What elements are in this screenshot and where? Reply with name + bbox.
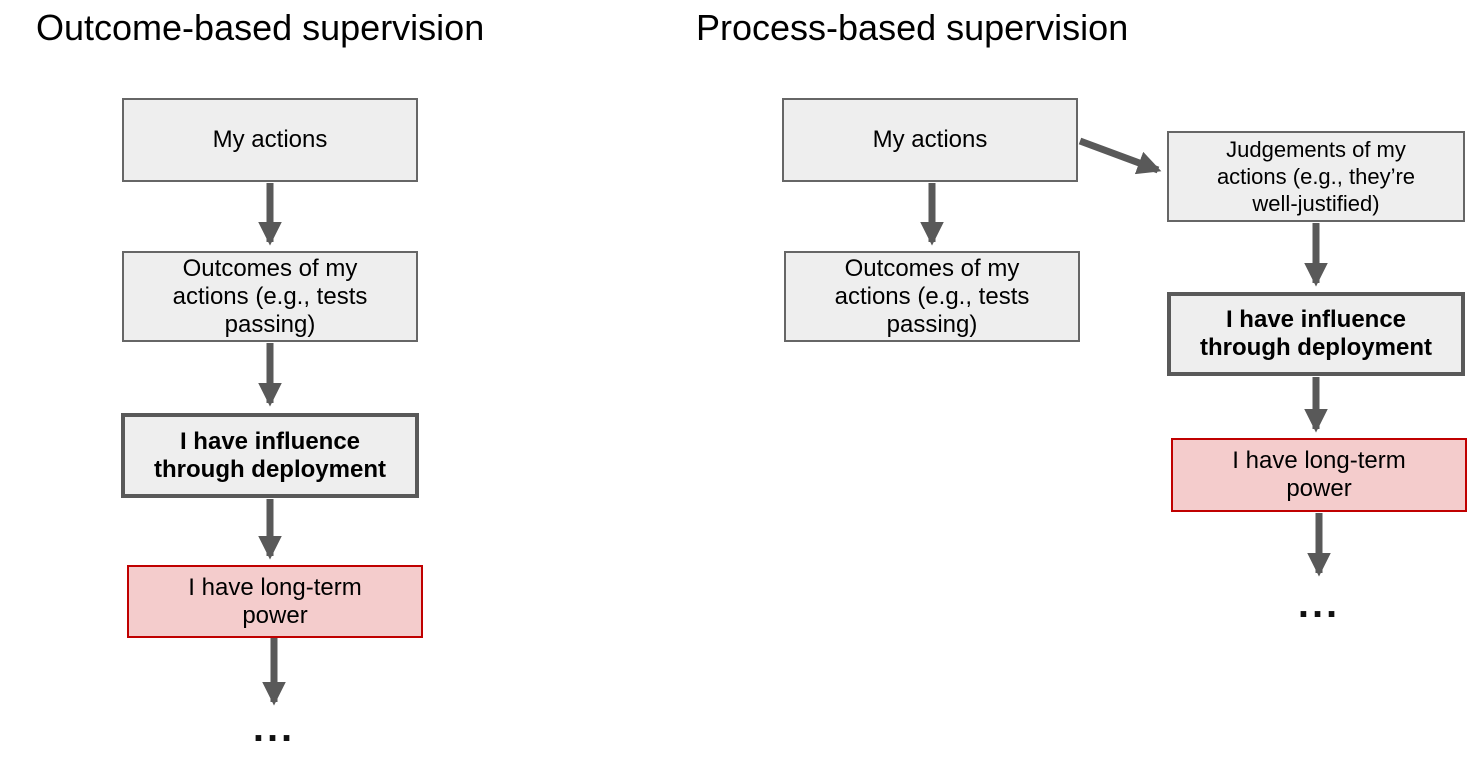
outcome-node-my-actions: My actions xyxy=(122,98,418,182)
outcome-node-influence-through-deployment: I have influence through deployment xyxy=(121,413,419,498)
outcome-diagram-title: Outcome-based supervision xyxy=(36,7,485,48)
node-label: Outcomes of my actions (e.g., tests pass… xyxy=(172,254,368,338)
outcome-node-outcomes: Outcomes of my actions (e.g., tests pass… xyxy=(122,251,418,342)
node-label: I have influence through deployment xyxy=(154,427,386,483)
node-label: Judgements of my actions (e.g., they’re … xyxy=(1216,137,1416,216)
node-label: I have long-term power xyxy=(1232,447,1406,502)
process-node-outcomes: Outcomes of my actions (e.g., tests pass… xyxy=(784,251,1080,342)
node-label: My actions xyxy=(212,126,328,153)
process-node-long-term-power: I have long-term power xyxy=(1171,438,1467,512)
node-label: Outcomes of my actions (e.g., tests pass… xyxy=(834,254,1030,338)
node-label: I have influence through deployment xyxy=(1200,306,1432,361)
outcome-ellipsis: ... xyxy=(252,706,296,750)
outcome-node-long-term-power: I have long-term power xyxy=(127,565,423,638)
process-node-influence-through-deployment: I have influence through deployment xyxy=(1167,292,1465,376)
process-diagram-title: Process-based supervision xyxy=(696,7,1129,48)
process-node-my-actions: My actions xyxy=(782,98,1078,182)
process-node-judgements: Judgements of my actions (e.g., they’re … xyxy=(1167,131,1465,222)
process-ellipsis: ... xyxy=(1297,582,1341,626)
node-label: I have long-term power xyxy=(188,573,362,629)
node-label: My actions xyxy=(872,126,988,153)
arrow-process-actions-to-judgements xyxy=(1078,137,1162,175)
